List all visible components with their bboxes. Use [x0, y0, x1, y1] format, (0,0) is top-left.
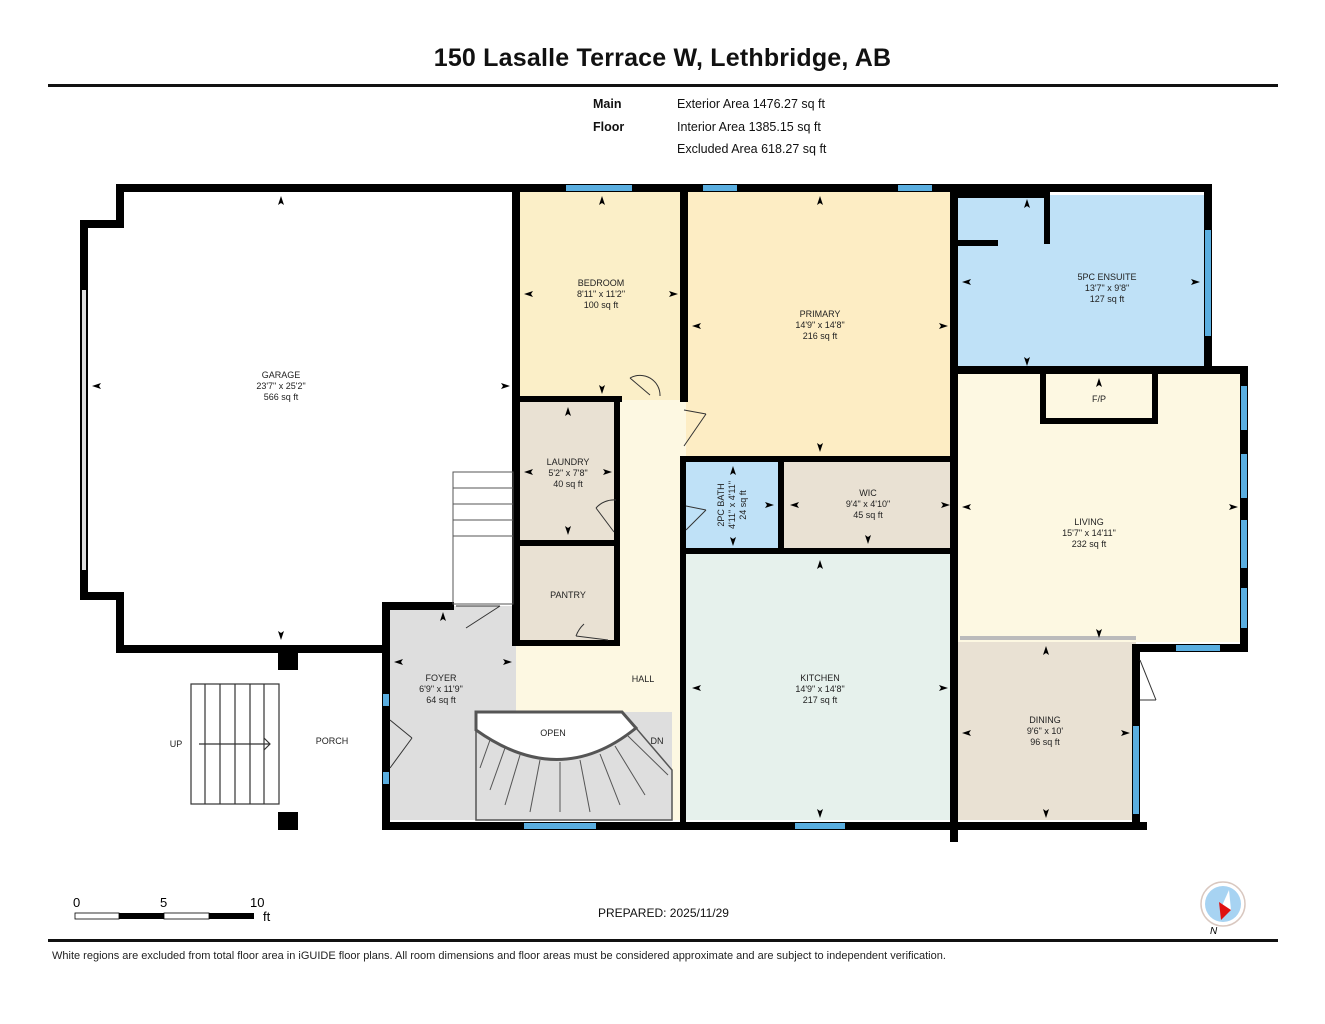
porch-label: PORCH: [316, 736, 349, 746]
dimension-arrows: [92, 196, 1238, 818]
primary-fill: [686, 190, 954, 458]
ensuite-name: 5PC ENSUITE: [1077, 272, 1136, 282]
garage-area: 566 sq ft: [264, 392, 299, 402]
window: [795, 823, 845, 829]
kitchen-dims: 14'9" x 14'8": [795, 684, 844, 694]
garage-door: [82, 290, 86, 570]
bath-dims: 4'11" x 4'11": [727, 481, 737, 529]
room-fills: [120, 190, 1244, 820]
foyer-area: 64 sq ft: [426, 695, 456, 705]
wic-area: 45 sq ft: [853, 510, 883, 520]
garage-stairs: [452, 471, 514, 605]
window: [1176, 645, 1220, 651]
dining-name: DINING: [1029, 715, 1061, 725]
ensuite-dims: 13'7" x 9'8": [1085, 283, 1129, 293]
foyer-name: FOYER: [425, 673, 457, 683]
interior-area: Interior Area 1385.15 sq ft: [677, 119, 821, 134]
pantry-label: PANTRY: [550, 590, 586, 600]
exterior-stairs: [190, 683, 280, 805]
exterior-area: Exterior Area 1476.27 sq ft: [677, 97, 826, 111]
window: [1241, 454, 1247, 498]
window: [703, 185, 737, 191]
garage-name: GARAGE: [262, 370, 301, 380]
compass-icon: N: [1200, 881, 1246, 937]
scale-tick-10: 10: [250, 895, 264, 910]
pantry-fill: [518, 546, 618, 646]
compass-north-label: N: [1210, 926, 1218, 937]
header-divider: [48, 84, 1278, 87]
window: [383, 772, 389, 784]
footer-divider: [48, 939, 1278, 942]
scale-tick-5: 5: [160, 895, 167, 910]
window: [1133, 726, 1139, 814]
windows: [82, 185, 1247, 829]
window: [898, 185, 932, 191]
garage-dims: 23'7" x 25'2": [256, 381, 305, 391]
ensuite-area: 127 sq ft: [1090, 294, 1125, 304]
primary-dims: 14'9" x 14'8": [795, 320, 844, 330]
room-labels: GARAGE 23'7" x 25'2" 566 sq ft BEDROOM 8…: [170, 272, 1137, 749]
living-fill: [958, 372, 1244, 642]
window: [524, 823, 596, 829]
dining-fill: [958, 642, 1136, 820]
living-name: LIVING: [1074, 517, 1104, 527]
living-dims: 15'7" x 14'11": [1062, 528, 1116, 538]
floor-name: Main Floor: [593, 97, 625, 134]
bedroom-dims: 8'11" x 11'2": [577, 289, 625, 299]
stairs-up-label: UP: [170, 739, 183, 749]
open-label: OPEN: [540, 728, 566, 738]
primary-name: PRIMARY: [800, 309, 841, 319]
scale-bar: 0 5 10 ft: [73, 895, 271, 924]
bedroom-area: 100 sq ft: [584, 300, 619, 310]
window: [566, 185, 632, 191]
prepared-date: PREPARED: 2025/11/29: [598, 906, 729, 920]
disclaimer: White regions are excluded from total fl…: [52, 950, 946, 962]
laundry-name: LAUNDRY: [547, 457, 590, 467]
primary-area: 216 sq ft: [803, 331, 838, 341]
garage-fill: [120, 190, 515, 645]
laundry-area: 40 sq ft: [553, 479, 583, 489]
bath-area: 24 sq ft: [738, 490, 748, 520]
laundry-fill: [518, 402, 618, 542]
bedroom-fill: [518, 190, 683, 400]
dining-dims: 9'6" x 10': [1027, 726, 1063, 736]
window: [1241, 520, 1247, 568]
living-area: 232 sq ft: [1072, 539, 1107, 549]
fireplace-label: F/P: [1092, 394, 1106, 404]
wic-dims: 9'4" x 4'10": [846, 499, 890, 509]
bath-fill: [686, 462, 780, 550]
wic-name: WIC: [859, 488, 877, 498]
walls: [80, 184, 1248, 842]
excluded-area: Excluded Area 618.27 sq ft: [677, 142, 827, 156]
wic-fill: [784, 462, 954, 550]
kitchen-name: KITCHEN: [800, 673, 840, 683]
hall-label: HALL: [632, 674, 655, 684]
laundry-dims: 5'2" x 7'8": [548, 468, 587, 478]
bath-name: 2PC BATH: [716, 483, 726, 526]
foyer-dims: 6'9" x 11'9": [419, 684, 463, 694]
bedroom-name: BEDROOM: [578, 278, 625, 288]
window: [1241, 588, 1247, 628]
doors: [389, 374, 1157, 769]
scale-unit: ft: [263, 909, 271, 924]
interior-stairs: [474, 710, 673, 821]
page-title: 150 Lasalle Terrace W, Lethbridge, AB: [433, 44, 892, 72]
kitchen-fill: [686, 554, 954, 820]
window: [383, 694, 389, 706]
stairs-down-label: DN: [651, 736, 664, 746]
kitchen-area: 217 sq ft: [803, 695, 838, 705]
window: [1205, 230, 1211, 336]
window: [1241, 386, 1247, 430]
ensuite-fill: [958, 195, 1206, 370]
scale-tick-0: 0: [73, 895, 80, 910]
dining-area: 96 sq ft: [1030, 737, 1060, 747]
